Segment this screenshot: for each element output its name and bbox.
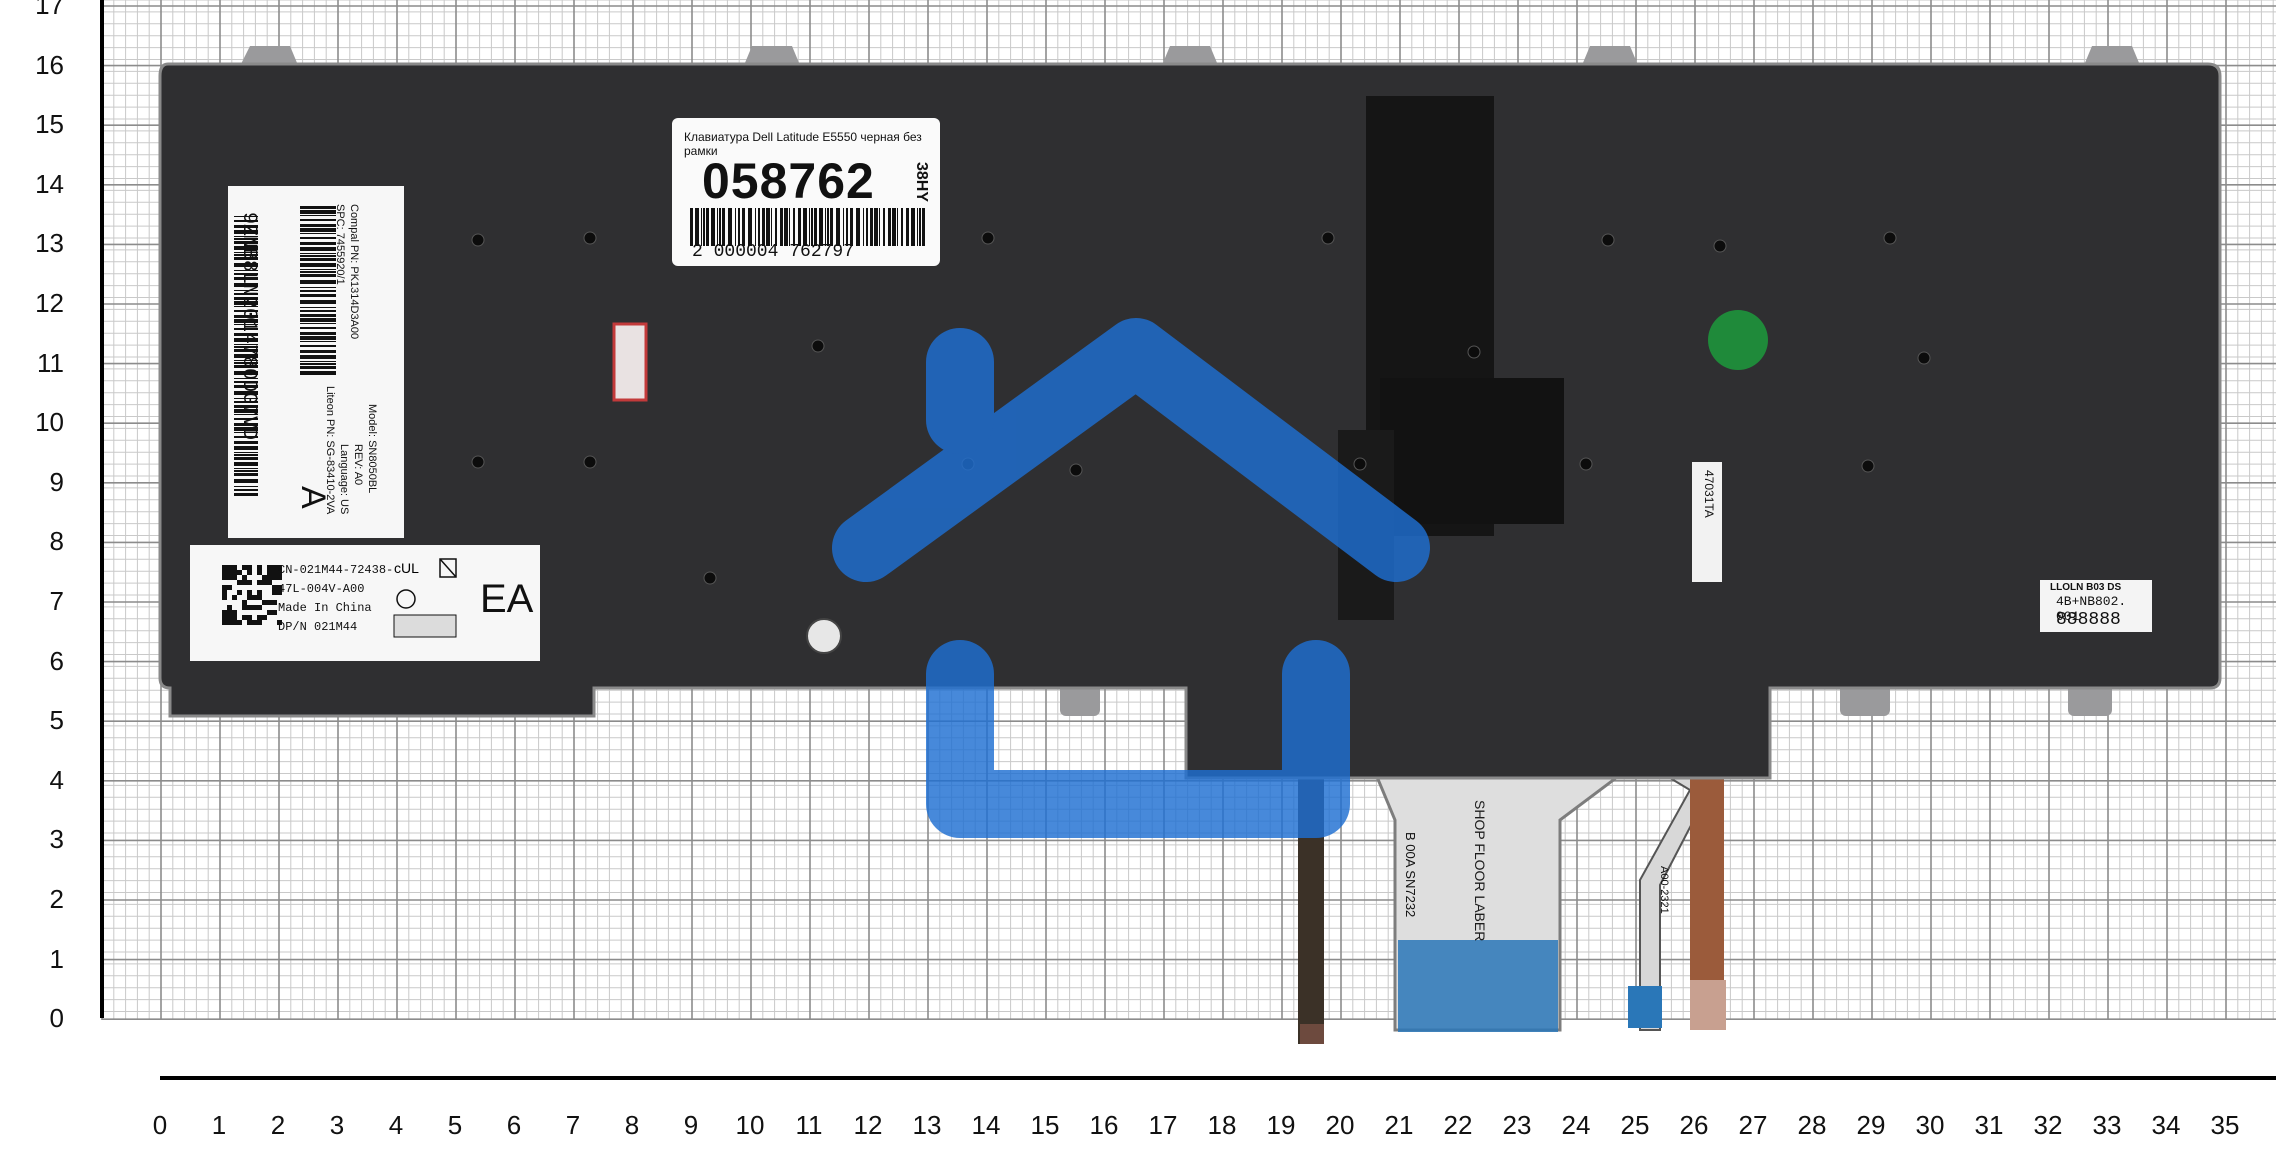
x-tick-label: 34 [2151,1110,2181,1140]
y-tick-label: 17 [35,0,64,20]
x-tick-label: 4 [388,1110,404,1140]
y-tick-label: 10 [35,407,64,438]
y-tick-label: 1 [49,943,64,974]
y-tick-label: 8 [49,526,64,557]
right-line3: 888888 [2056,610,2121,630]
y-tick-label: 13 [35,228,64,259]
x-tick-label: 30 [1915,1110,1945,1140]
cable-tag-bg [1692,462,1722,582]
y-tick-label: 2 [49,884,64,914]
right-label: LLOLN B03 DS 4B+NB802. 001 888888 [2040,580,2152,632]
cn-line2: 47L-004V-A00 [278,582,365,596]
x-tick-label: 9 [683,1110,699,1140]
y-tick-label: 6 [49,645,64,676]
y-tick-label: 5 [49,705,64,736]
x-tick-label: 20 [1325,1110,1355,1140]
x-tick-label: 23 [1502,1110,1532,1140]
cn-line3: Made In China [278,601,372,615]
x-tick-label: 12 [853,1110,883,1140]
cn-line1: CN-021M44-72438- [278,563,394,577]
certification-icons: cUL [393,558,457,638]
x-tick-label: 1 [211,1110,227,1140]
x-tick-label: 16 [1089,1110,1119,1140]
price-barcode [690,208,925,246]
y-tick-label: 3 [49,824,64,855]
x-tick-label: 6 [506,1110,522,1140]
qr-code-icon [222,565,282,625]
x-tick-label: 8 [624,1110,640,1140]
y-tick-label: 12 [35,288,64,318]
price-label: Клавиатура Dell Latitude E5550 черная бе… [672,118,940,266]
x-tick-label: 15 [1030,1110,1060,1140]
x-tick-label: 18 [1207,1110,1237,1140]
round-qc-sticker [806,618,842,654]
x-tick-label: 27 [1738,1110,1768,1140]
x-tick-label: 13 [912,1110,942,1140]
x-tick-label: 29 [1856,1110,1886,1140]
x-tick-label: 33 [2092,1110,2122,1140]
left-barcodes [234,206,336,496]
x-tick-label: 11 [795,1110,823,1140]
x-tick-label: 3 [329,1110,345,1140]
y-tick-label: 4 [49,764,64,795]
right-line1: LLOLN B03 DS [2050,582,2122,593]
price-title: Клавиатура Dell Latitude E5550 черная бе… [684,130,922,158]
price-code: 058762 [702,153,875,209]
x-tick-label: 26 [1679,1110,1709,1140]
y-tick-label: 7 [49,586,64,616]
y-tick-label: 15 [35,109,64,140]
x-tick-label: 0 [152,1110,168,1140]
x-tick-label: 19 [1266,1110,1296,1140]
cn-label: CN-021M44-72438- 47L-004V-A00 Made In Ch… [190,545,540,661]
x-tick-label: 10 [735,1110,765,1140]
x-tick-label: 31 [1974,1110,2004,1140]
x-tick-label: 22 [1443,1110,1473,1140]
price-barcode-digits: 2 000004 762797 [692,242,855,262]
x-tick-label: 7 [565,1110,581,1140]
y-tick-label: 14 [35,168,64,199]
x-tick-label: 25 [1620,1110,1650,1140]
right-line2: 4B+NB802. 001 [2056,594,2127,624]
y-tick-label: 16 [35,49,64,80]
green-sticker [1708,310,1768,370]
x-tick-label: 28 [1797,1110,1827,1140]
x-tick-label: 32 [2033,1110,2063,1140]
y-tick-label: 0 [49,1003,64,1034]
x-tick-label: 17 [1148,1110,1178,1140]
ul-mark-icon: cUL [394,560,419,576]
left-barcode-label: 9ZNB8LN2014780DG7VD Compal PN: PK1314D3A… [228,186,404,538]
x-tick-label: 14 [971,1110,1001,1140]
x-tick-label: 2 [270,1110,286,1140]
y-tick-label: 11 [37,347,64,378]
cn-side-letter: EA [480,577,534,621]
y-tick-label: 9 [49,466,64,497]
x-tick-label: 24 [1561,1110,1591,1140]
cn-line4: DP/N 021M44 [278,620,358,634]
x-tick-label: 5 [447,1110,463,1140]
x-tick-label: 21 [1384,1110,1414,1140]
x-tick-label: 35 [2210,1110,2240,1140]
red-label [612,322,648,402]
